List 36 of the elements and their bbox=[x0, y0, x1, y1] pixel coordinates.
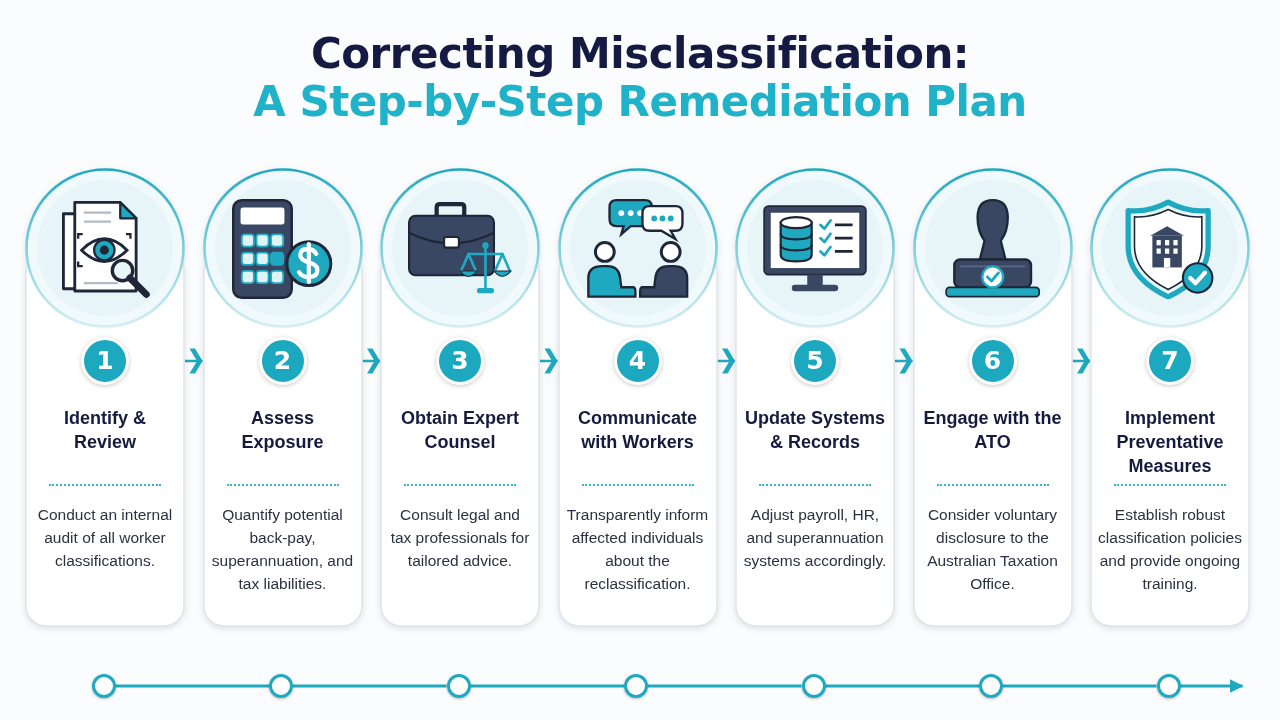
timeline-line bbox=[293, 684, 447, 688]
step-description: Quantify potential back-pay, superannuation, and tax liabilities. bbox=[210, 505, 355, 594]
timeline-line bbox=[115, 684, 269, 688]
step-card bbox=[735, 166, 895, 627]
timeline-line bbox=[1003, 684, 1157, 688]
title: Correcting Misclassification: A Step-by-Step Remediation Plan bbox=[253, 30, 1027, 126]
step-card bbox=[25, 166, 185, 627]
timeline-dot bbox=[1156, 674, 1181, 698]
step-card bbox=[1090, 166, 1250, 627]
step-description: Consider voluntary disclosure to the Australian Taxation Office. bbox=[926, 505, 1059, 594]
step-title: Obtain Expert Counsel bbox=[400, 407, 520, 454]
step-title: Identify & Review bbox=[63, 407, 147, 454]
step-card bbox=[557, 166, 718, 627]
step-title: Update Systems & Records bbox=[744, 407, 886, 454]
timeline-dot bbox=[979, 674, 1003, 698]
timeline-line bbox=[648, 684, 802, 688]
timeline-arrow bbox=[1180, 679, 1244, 693]
timeline-dot bbox=[446, 674, 471, 698]
timeline-line bbox=[825, 684, 979, 688]
step-description: Establish robust classification policies and provide ongoing training. bbox=[1098, 505, 1242, 594]
step-card bbox=[380, 166, 540, 627]
step-card bbox=[912, 166, 1073, 627]
step-title: Assess Exposure bbox=[240, 407, 325, 454]
step-title: Implement Preventative Measures bbox=[1115, 407, 1225, 478]
step-title: Communicate with Workers bbox=[577, 407, 698, 454]
step-description: Consult legal and tax professionals for tailored advice. bbox=[389, 505, 531, 571]
step-title: Engage with the ATO bbox=[922, 407, 1063, 454]
timeline-dot bbox=[624, 674, 648, 698]
step-description: Transparently inform affected individuals about the reclassification. bbox=[565, 505, 710, 594]
step-card bbox=[202, 166, 363, 627]
timeline-dot bbox=[801, 674, 826, 698]
step-description: Conduct an internal audit of all worker classifications. bbox=[36, 505, 174, 571]
timeline-line bbox=[470, 684, 624, 688]
step-description: Adjust payroll, HR, and superannuation systems accordingly. bbox=[743, 505, 887, 571]
timeline-dot bbox=[91, 674, 116, 698]
timeline-dot bbox=[269, 674, 293, 698]
